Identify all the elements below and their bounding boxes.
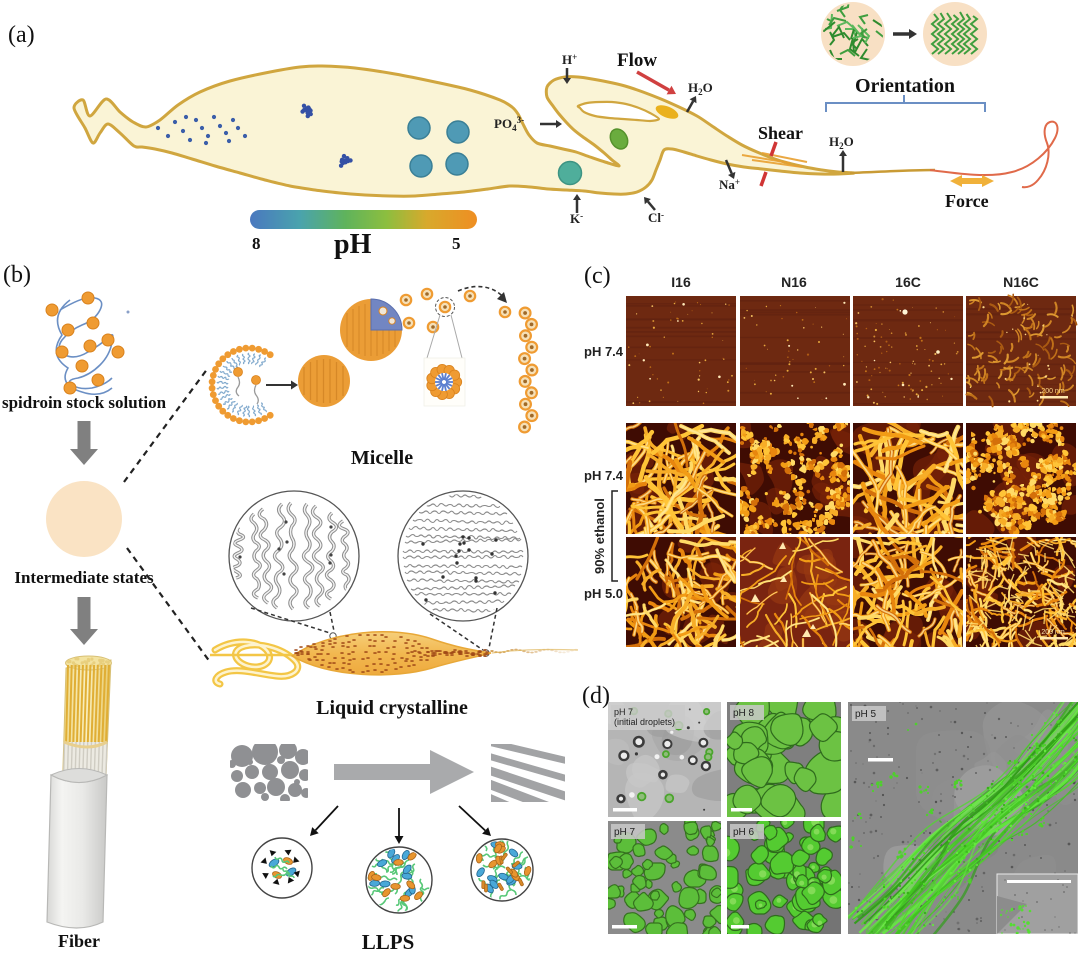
svg-text:pH 7: pH 7 [614,827,636,838]
svg-text:(b): (b) [3,262,31,288]
svg-text:I16: I16 [671,274,691,290]
svg-text:pH 7.4: pH 7.4 [584,468,624,483]
svg-text:spidroin stock solution: spidroin stock solution [2,393,167,412]
svg-text:pH 8: pH 8 [733,708,755,719]
svg-text:(d): (d) [582,683,610,709]
svg-text:N16C: N16C [1003,274,1039,290]
svg-text:5: 5 [452,234,461,253]
svg-text:Fiber: Fiber [58,931,100,951]
svg-text:90% ethanol: 90% ethanol [592,498,607,574]
svg-text:H2O: H2O [688,80,713,97]
svg-text:Orientation: Orientation [855,75,955,97]
svg-text:H2O: H2O [829,134,854,151]
svg-text:pH 7.4: pH 7.4 [584,344,624,359]
svg-text:(initial droplets): (initial droplets) [614,717,675,727]
svg-text:200 nm: 200 nm [1041,629,1065,636]
svg-text:N16: N16 [781,274,807,290]
svg-text:pH 6: pH 6 [733,827,755,838]
svg-text:Cl-: Cl- [648,210,664,225]
svg-text:Na+: Na+ [719,177,740,192]
svg-text:pH 5.0: pH 5.0 [584,586,623,601]
svg-text:pH: pH [334,229,372,260]
svg-text:200 nm: 200 nm [1041,388,1065,395]
svg-text:pH 7: pH 7 [614,707,633,717]
svg-text:(c): (c) [584,263,611,289]
svg-text:PO43-: PO43- [494,115,524,133]
svg-text:LLPS: LLPS [362,930,415,953]
svg-text:Flow: Flow [617,50,657,71]
svg-text:Micelle: Micelle [351,447,413,469]
svg-text:16C: 16C [895,274,921,290]
svg-text:Shear: Shear [758,123,803,143]
svg-text:Force: Force [945,191,989,211]
svg-text:8: 8 [252,234,261,253]
svg-text:pH 5: pH 5 [855,709,877,720]
svg-text:(a): (a) [8,22,35,48]
svg-text:Intermediate states: Intermediate states [14,568,154,587]
svg-text:K-: K- [570,211,583,226]
svg-text:Liquid crystalline: Liquid crystalline [316,697,468,719]
